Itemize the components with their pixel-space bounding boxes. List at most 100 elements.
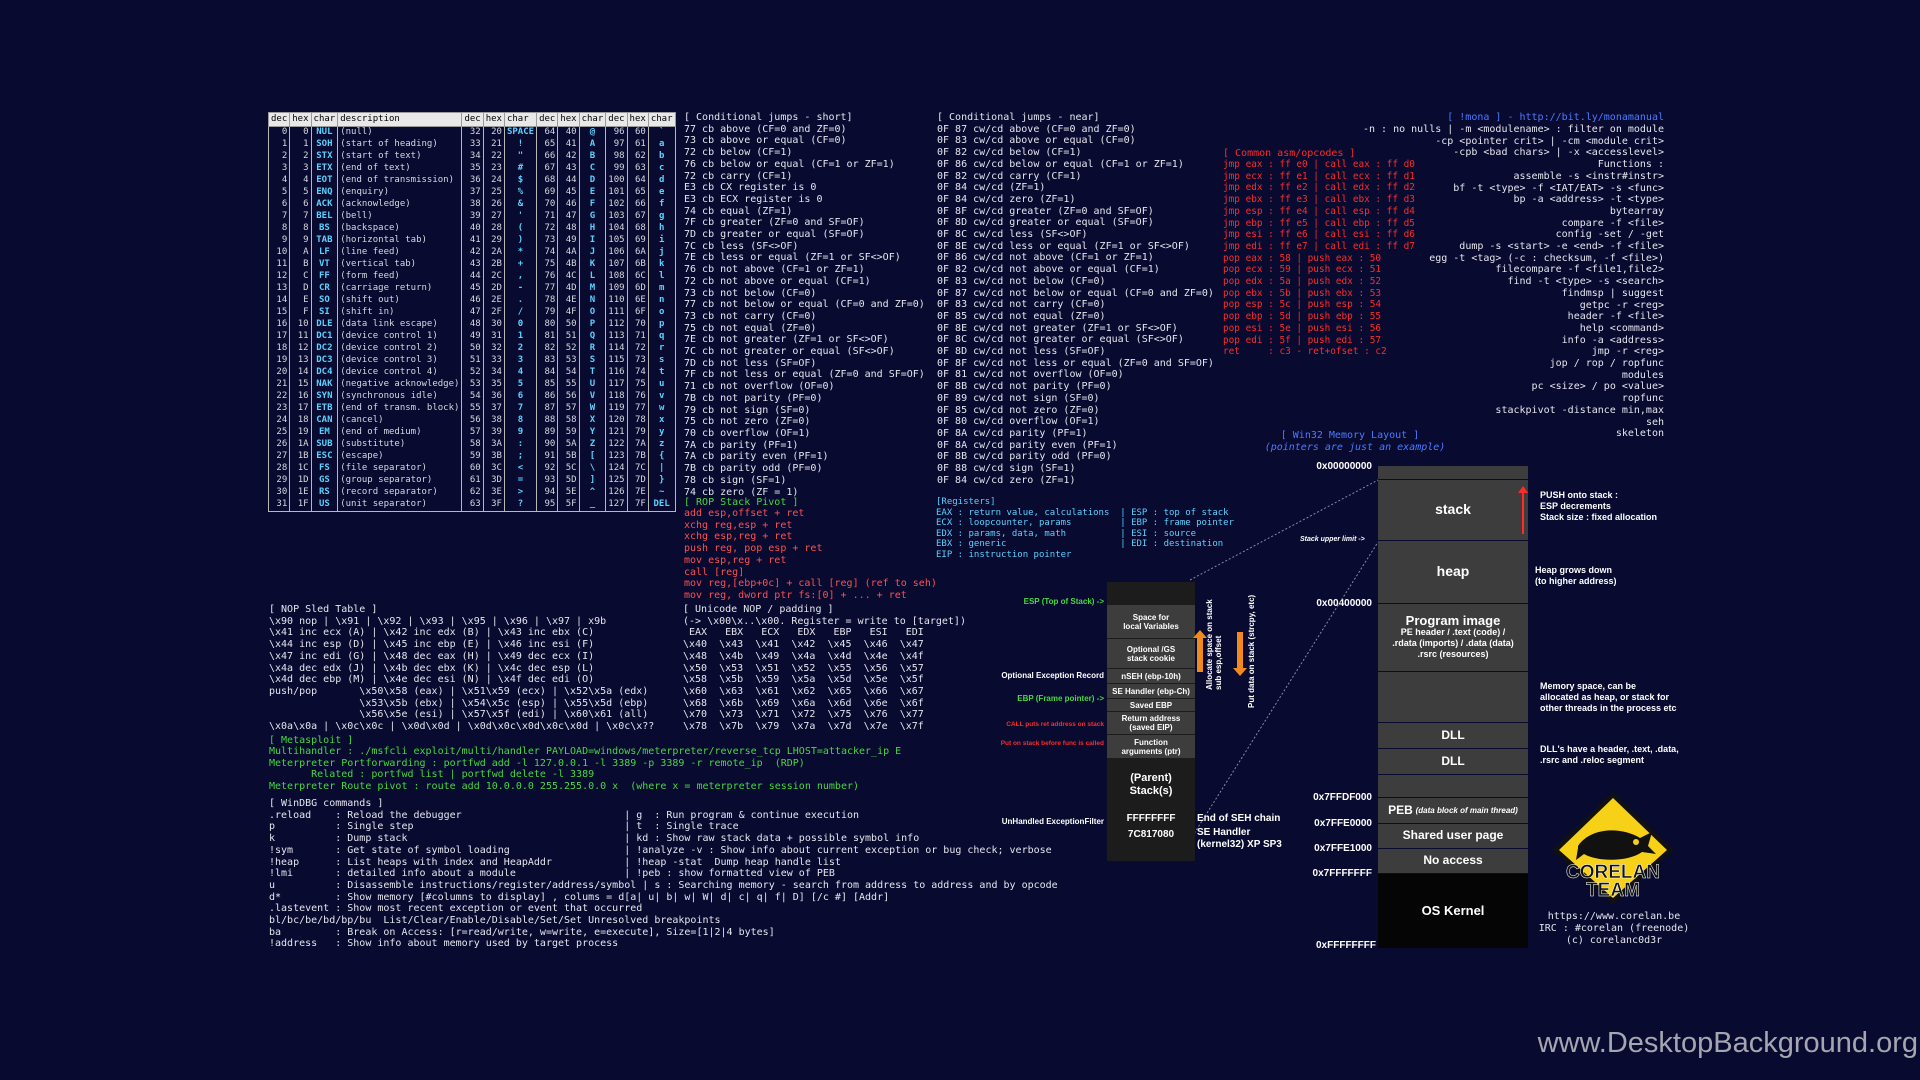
ascii-char-cell: p [647,319,675,331]
ascii-number-cell: 1 [267,139,290,151]
stack-label: stack [1435,501,1471,518]
ascii-char-cell: DEL [647,499,675,512]
ascii-char-cell: VT [310,259,338,271]
ascii-char-cell: k [647,259,675,271]
ascii-header-cell: char [503,112,538,127]
ascii-char-cell: A [578,139,606,151]
ascii-number-cell: 50 [461,343,484,355]
dll-label: DLL [1441,727,1465,742]
ascii-header-cell: dec [605,112,628,127]
ascii-description-cell: (device control 4) [337,367,462,379]
ascii-description-cell: (cancel) [337,415,462,427]
ascii-number-cell: 32 [482,343,505,355]
allocate-arrow-icon [1197,636,1203,672]
ascii-number-cell: 1F [289,499,312,512]
nseh-cell: nSEH (ebp-10h) [1107,669,1195,684]
ascii-number-cell: 7A [626,439,649,451]
ascii-number-cell: 67 [536,163,558,175]
ascii-number-cell: 2C [482,271,505,283]
ascii-number-cell: 124 [605,463,628,475]
ascii-number-cell: 26 [482,199,505,211]
ascii-number-cell: 123 [605,451,628,463]
stack-upper-limit-note: Stack upper limit -> [1300,536,1365,543]
ascii-number-cell: 39 [461,211,484,223]
ascii-description-cell: (carriage return) [337,283,462,295]
ascii-number-cell: 68 [536,175,558,187]
ascii-number-cell: 29 [482,235,505,247]
ascii-char-cell: CR [310,283,338,295]
ascii-number-cell: 56 [461,415,484,427]
ascii-number-cell: 35 [461,163,484,175]
push-stack-note: PUSH onto stack : ESP decrements Stack s… [1540,490,1658,522]
ascii-char-cell: z [647,439,675,451]
ascii-header-cell: char [310,112,339,127]
ascii-number-cell: 5 [289,187,312,199]
corelan-logo-line2: TEAM [1586,880,1640,901]
ascii-number-cell: 41 [557,139,580,151]
ascii-number-cell: 31 [267,499,290,512]
ascii-number-cell: 18 [267,343,290,355]
ascii-number-cell: 1D [289,475,312,487]
heap-grows-note: Heap grows down (to higher address) [1535,565,1617,586]
ascii-char-cell: ; [503,451,537,463]
ascii-number-cell: 77 [626,403,649,415]
ascii-number-cell: 7 [267,211,290,223]
ascii-number-cell: 58 [557,415,580,427]
program-image-detail: PE header / .text (code) / .rdata (impor… [1392,626,1514,659]
ascii-number-cell: 56 [557,391,580,403]
ascii-char-cell: 0 [503,319,537,331]
ascii-number-cell: 67 [626,211,649,223]
ascii-number-cell: 2B [482,259,505,271]
cond-jumps-near: [ Conditional jumps - near] 0F 87 cw/cd … [937,112,1214,486]
ascii-number-cell: 6D [626,283,649,295]
ascii-number-cell: 34 [461,151,484,163]
ascii-char-cell: F [578,199,606,211]
ascii-char-cell: b [647,151,675,163]
ascii-number-cell: 79 [536,307,558,319]
ascii-number-cell: 15 [267,307,290,319]
ascii-number-cell: B [289,259,312,271]
ascii-description-cell: (bell) [337,211,462,223]
ascii-header-cell: dec [267,112,291,127]
ascii-number-cell: 84 [536,367,558,379]
ascii-char-cell: I [578,235,606,247]
ascii-number-cell: 44 [557,175,580,187]
os-kernel-segment: OS Kernel [1378,874,1528,949]
ascii-number-cell: 25 [482,187,505,199]
ascii-number-cell: 13 [267,283,290,295]
return-address-cell: Return address (saved EIP) [1107,712,1195,735]
ascii-number-cell: 40 [557,126,580,139]
ascii-number-cell: 107 [605,259,628,271]
ascii-number-cell: 9 [267,235,290,247]
ascii-char-cell: NUL [310,126,338,139]
ascii-header-cell: hex [557,112,580,127]
ascii-char-cell: D [578,175,606,187]
ascii-number-cell: 7 [289,211,312,223]
ascii-number-cell: 60 [461,463,484,475]
ascii-number-cell: 1E [289,487,312,499]
ascii-number-cell: 82 [536,343,558,355]
shared-user-page-label: Shared user page [1402,828,1504,843]
cond-jumps-short: [ Conditional jumps - short] 77 cb above… [684,112,925,498]
ascii-char-cell: 6 [503,391,537,403]
ascii-number-cell: 14 [289,367,312,379]
ascii-number-cell: 27 [482,211,505,223]
ascii-number-cell: 76 [626,391,649,403]
ascii-char-cell: RS [310,487,338,499]
ascii-char-cell: TAB [310,235,338,247]
ascii-char-cell: [ [578,451,606,463]
ascii-char-cell: u [647,379,675,391]
corelan-logo [1552,792,1674,904]
ascii-char-cell: H [578,223,606,235]
connector-lines [1190,479,1379,841]
